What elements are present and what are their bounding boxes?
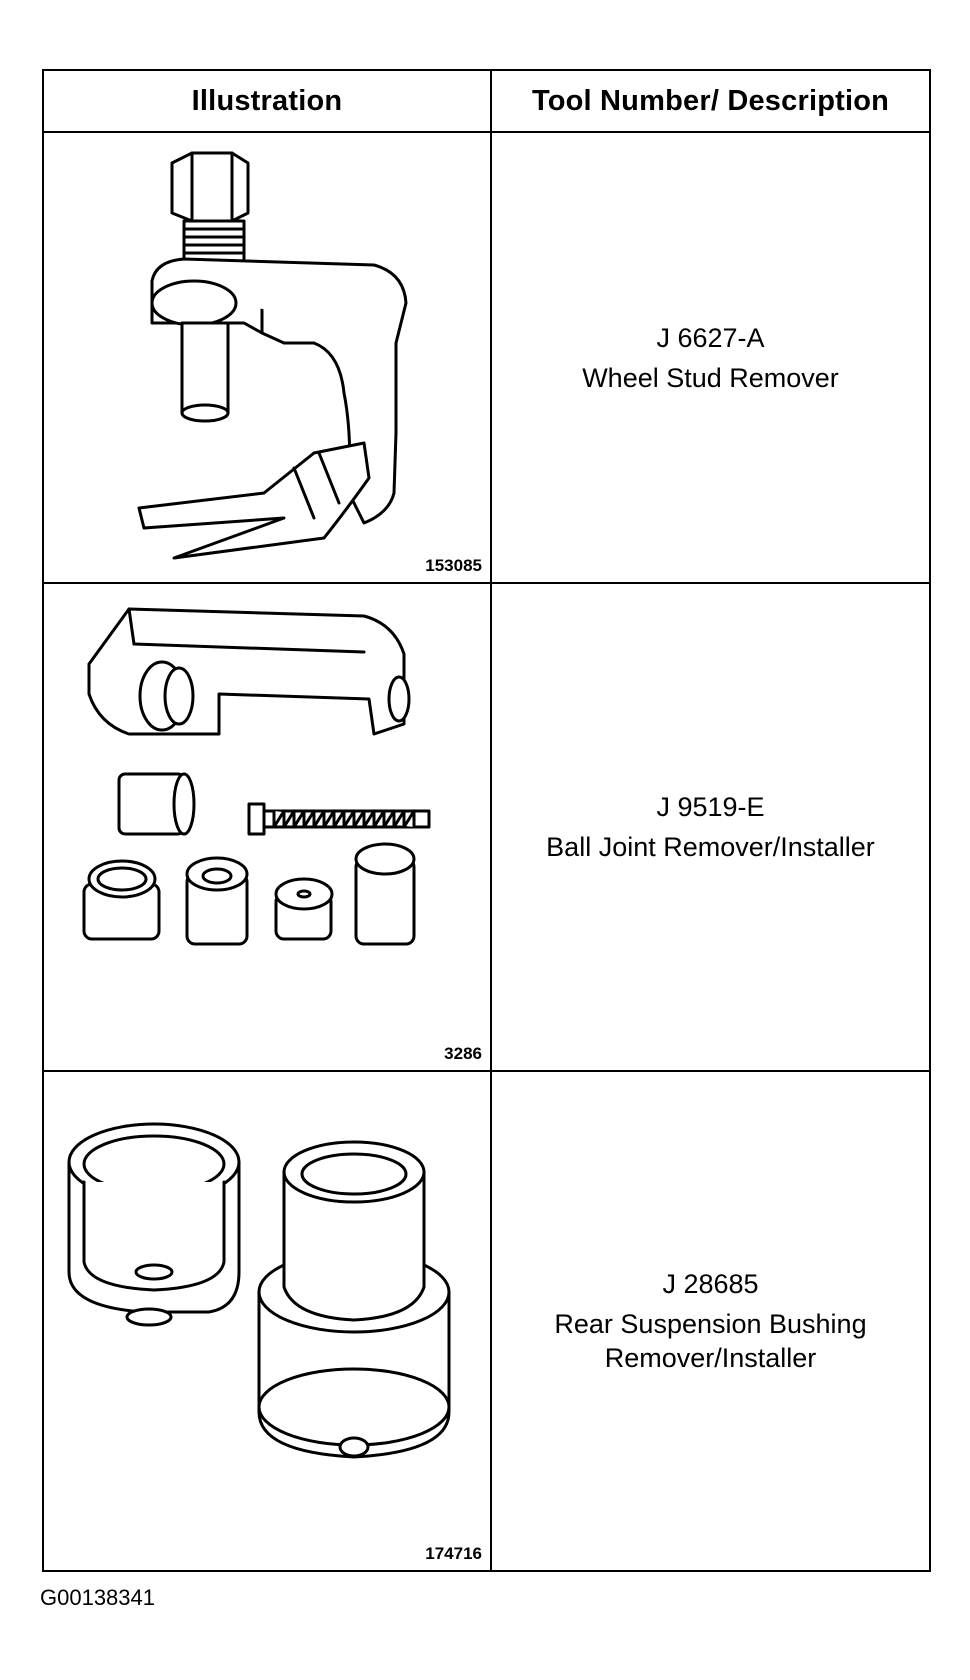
wheel-stud-remover-icon	[137, 151, 408, 560]
header-tool-description: Tool Number/ Description	[531, 84, 890, 117]
row-divider	[44, 1070, 929, 1072]
figure-number: 153085	[425, 556, 482, 575]
tool-description: Wheel Stud Remover	[582, 362, 839, 393]
footer-code: G00138341	[40, 1585, 155, 1610]
row-divider	[44, 582, 929, 584]
table-row: 174716 J 28685 Rear Suspension Bushing R…	[44, 1072, 929, 1570]
description-cell: J 9519-E Ball Joint Remover/Installer	[492, 584, 929, 1070]
description-cell: J 6627-A Wheel Stud Remover	[492, 133, 929, 582]
tools-table: Illustration Tool Number/ Description	[42, 69, 931, 1572]
header-divider	[44, 131, 929, 133]
illustration-cell: 174716	[44, 1072, 490, 1570]
tool-number: J 28685	[662, 1269, 759, 1299]
figure-number: 3286	[444, 1044, 482, 1063]
figure-number: 174716	[425, 1544, 482, 1563]
tool-description: Ball Joint Remover/Installer	[546, 832, 875, 862]
illustration-cell: 153085	[44, 133, 490, 582]
header-illustration: Illustration	[191, 84, 343, 117]
description-cell: J 28685 Rear Suspension Bushing Remover/…	[492, 1072, 929, 1570]
tool-description-line-1: Rear Suspension Bushing	[554, 1309, 867, 1339]
tool-description-line-2: Remover/Installer	[604, 1343, 817, 1373]
illustration-cell: 3286	[44, 584, 490, 1070]
ball-joint-remover-installer-icon	[82, 607, 431, 946]
tool-number: J 9519-E	[656, 792, 765, 822]
column-divider	[490, 71, 492, 1570]
table-row: 153085 J 6627-A Wheel Stud Remover	[44, 133, 929, 582]
rear-suspension-bushing-tool-icon	[67, 1122, 451, 1459]
table-row: 3286 J 9519-E Ball Joint Remover/Install…	[44, 584, 929, 1070]
tool-number: J 6627-A	[656, 322, 765, 353]
